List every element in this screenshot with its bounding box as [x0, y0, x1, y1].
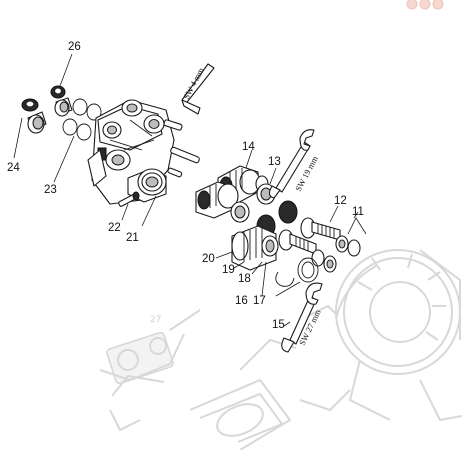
pin-rod [167, 146, 200, 178]
part-12-threaded-bolt [300, 205, 341, 241]
callout-13: 13 [268, 156, 281, 168]
part-26-fittings [50, 53, 73, 117]
part-19-cartridge-lower [215, 225, 277, 271]
svg-text:27: 27 [150, 315, 161, 325]
wrench-27mm-tool: SW 27 mm [281, 282, 323, 353]
callout-20: 20 [202, 253, 215, 265]
background-assembly-ghost: 27 [99, 249, 462, 450]
callout-21: 21 [126, 232, 139, 244]
part-24-cap [13, 98, 47, 159]
callout-labels: 26 24 23 22 21 14 13 12 11 20 19 18 16 1… [7, 41, 364, 331]
callout-14: 14 [242, 141, 255, 153]
callout-26: 26 [68, 41, 81, 53]
callout-15: 15 [272, 319, 285, 331]
part-18-spindle [251, 235, 279, 275]
callout-16: 16 [235, 295, 248, 307]
part-11-washers [311, 211, 367, 273]
part-16-circlip [261, 261, 295, 297]
callout-11: 11 [352, 206, 364, 218]
callout-17: 17 [253, 295, 266, 307]
set-screw [163, 119, 183, 131]
part-17-ring [275, 257, 319, 297]
part-23-o-rings [53, 98, 102, 183]
callout-19: 19 [222, 264, 235, 276]
callout-23: 23 [44, 184, 57, 196]
callout-12: 12 [334, 195, 347, 207]
callout-24: 24 [7, 162, 20, 174]
corner-dots-icon [406, 0, 444, 10]
part-22-screw [118, 191, 140, 221]
hex-key-tool: SW 4 mm [181, 63, 215, 115]
callout-18: 18 [238, 273, 251, 285]
callout-22: 22 [108, 222, 121, 234]
part-21-valve-body [87, 99, 175, 227]
